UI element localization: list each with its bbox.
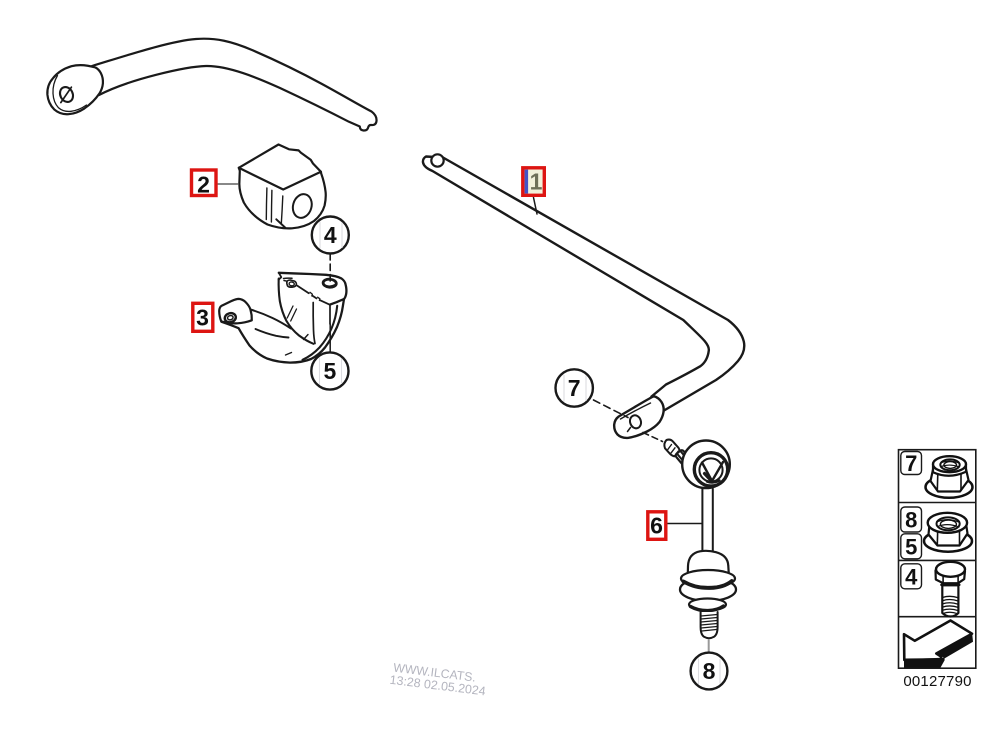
svg-text:6: 6 bbox=[650, 513, 663, 539]
svg-text:00127790: 00127790 bbox=[903, 673, 971, 690]
svg-text:1: 1 bbox=[530, 169, 543, 195]
svg-text:4: 4 bbox=[905, 565, 918, 590]
svg-text:3: 3 bbox=[196, 305, 209, 331]
svg-text:7: 7 bbox=[905, 451, 917, 476]
svg-text:8: 8 bbox=[905, 508, 917, 533]
svg-text:4: 4 bbox=[324, 222, 337, 248]
svg-text:7: 7 bbox=[568, 375, 581, 401]
svg-text:2: 2 bbox=[197, 172, 210, 198]
svg-text:5: 5 bbox=[324, 358, 337, 384]
svg-text:5: 5 bbox=[905, 535, 917, 560]
svg-text:8: 8 bbox=[703, 658, 716, 684]
